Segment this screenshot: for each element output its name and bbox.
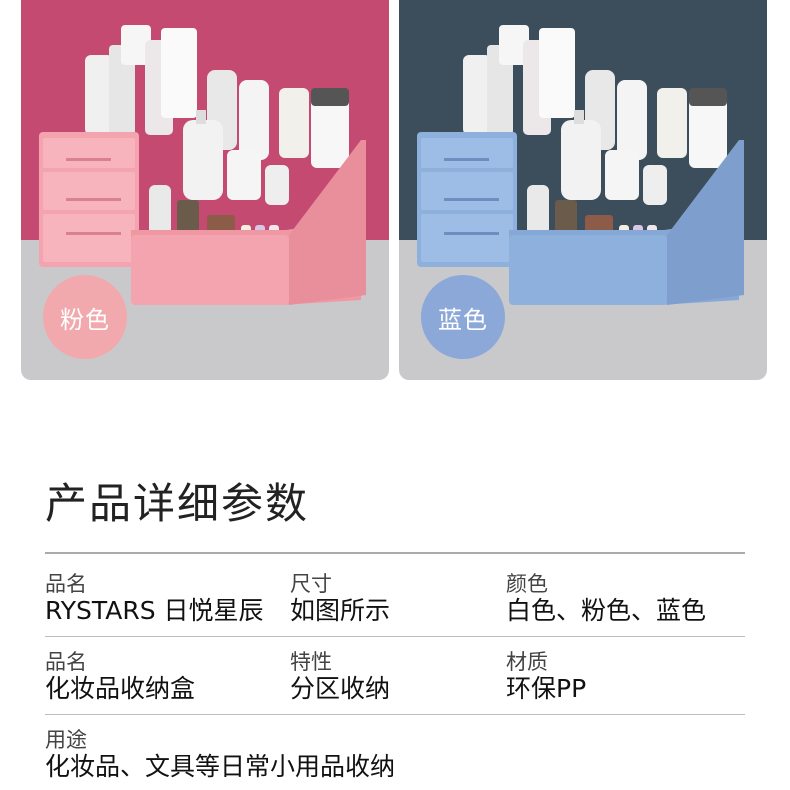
spec-value: RYSTARS 日悦星辰 <box>45 596 264 625</box>
spec-label: 品名 <box>45 650 87 674</box>
spec-material: 材质 环保PP <box>506 650 586 704</box>
pink-organizer-illustration <box>21 0 389 380</box>
divider-top <box>45 552 745 554</box>
spec-label: 材质 <box>506 650 548 674</box>
spec-value: 环保PP <box>506 674 587 703</box>
color-label-pink: 粉色 <box>60 305 110 334</box>
divider-row-2 <box>45 714 745 715</box>
spec-value: 化妆品收纳盒 <box>45 674 196 703</box>
spec-brand: 品名 RYSTARS 日悦星辰 <box>45 572 264 626</box>
product-image-pink[interactable]: 粉色 <box>21 0 389 380</box>
spec-value: 如图所示 <box>290 596 391 625</box>
spec-value: 化妆品、文具等日常小用品收纳 <box>45 752 396 781</box>
spec-label: 尺寸 <box>290 572 332 596</box>
spec-label: 颜色 <box>506 572 548 596</box>
spec-label: 特性 <box>290 650 332 674</box>
spec-product-name: 品名 化妆品收纳盒 <box>45 650 195 704</box>
spec-feature: 特性 分区收纳 <box>290 650 390 704</box>
spec-value: 分区收纳 <box>290 674 391 703</box>
divider-row-1 <box>45 636 745 637</box>
color-swatch-pink[interactable]: 粉色 <box>43 275 127 359</box>
color-swatch-blue[interactable]: 蓝色 <box>421 275 505 359</box>
spec-value: 白色、粉色、蓝色 <box>506 596 707 625</box>
section-title: 产品详细参数 <box>45 479 310 528</box>
product-image-blue[interactable]: 蓝色 <box>399 0 767 380</box>
spec-label: 品名 <box>45 572 87 596</box>
spec-size: 尺寸 如图所示 <box>290 572 390 626</box>
color-label-blue: 蓝色 <box>438 305 488 334</box>
spec-color: 颜色 白色、粉色、蓝色 <box>506 572 706 626</box>
spec-usage: 用途 化妆品、文具等日常小用品收纳 <box>45 728 395 782</box>
spec-label: 用途 <box>45 728 87 752</box>
